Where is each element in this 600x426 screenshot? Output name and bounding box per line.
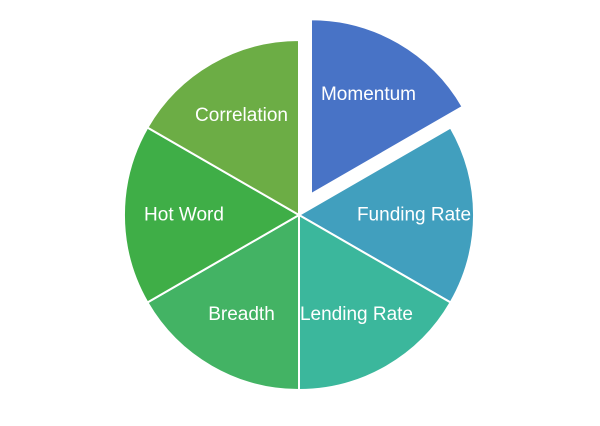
pie-slice-hot-word[interactable]: [123, 126, 300, 304]
pie-slice-funding-rate[interactable]: [298, 126, 475, 304]
pie-slice-breadth[interactable]: [146, 214, 300, 391]
pie-slice-correlation[interactable]: [146, 39, 300, 216]
pie-slice-lending-rate[interactable]: [298, 214, 452, 391]
pie-slice-momentum[interactable]: [310, 18, 464, 196]
